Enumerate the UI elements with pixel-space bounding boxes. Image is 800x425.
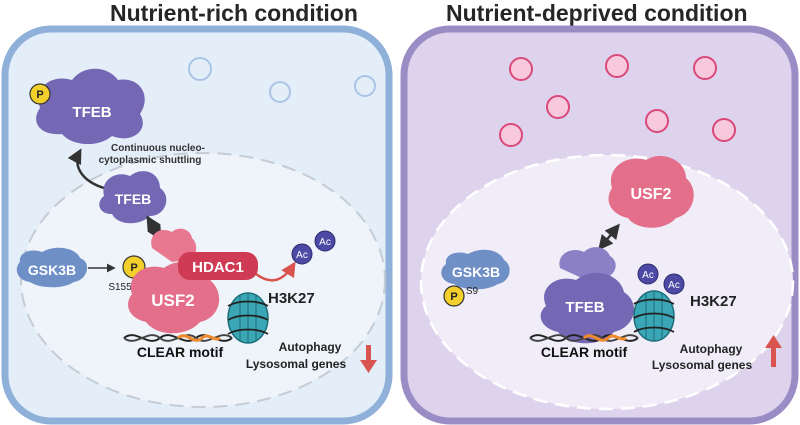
nucleosome-right: [633, 290, 675, 342]
dna-helix-left: [123, 334, 233, 342]
right-vesicle: [546, 95, 570, 119]
phospho-group-s9: P: [443, 285, 465, 307]
right-cell: USF2 GSK3B S9 P TFEB Ac: [400, 25, 799, 425]
phospho-site-s155: S155: [108, 282, 132, 293]
phospho-label: P: [130, 262, 137, 274]
nucleosome-left: [227, 292, 269, 344]
autophagy-label-left: Autophagy: [279, 340, 342, 354]
left-cell: TFEB P Continuous nucleo- cytoplasmic sh…: [1, 25, 393, 425]
tfeb-cytoplasm-protein: TFEB: [36, 68, 145, 145]
lysosomal-genes-label-right: Lysosomal genes: [652, 358, 753, 372]
left-vesicle: [269, 81, 291, 103]
tfeb-nucleus-protein: TFEB: [99, 171, 167, 224]
usf2-tfeb-interaction-arrow: [598, 223, 620, 251]
acetyl-group-released: Ac: [314, 230, 336, 252]
phospho-site-s9: S9: [466, 286, 479, 297]
shuttling-label-line2: cytoplasmic shuttling: [99, 155, 202, 166]
acetyl-label: Ac: [319, 237, 331, 248]
right-vesicle: [693, 56, 717, 80]
phospho-label: P: [36, 89, 43, 101]
tfeb-cytoplasm-label: TFEB: [72, 104, 111, 121]
deacetylation-arrow: [255, 261, 296, 282]
tfeb-protein-right: TFEB: [540, 247, 635, 344]
acetyl-group-bound: Ac: [637, 263, 659, 285]
shuttling-label-line1: Continuous nucleo-: [111, 143, 205, 154]
acetyl-group-bound: Ac: [663, 273, 685, 295]
histone-mark-label-right: H3K27: [690, 293, 737, 310]
gsk3b-protein-left: GSK3B: [16, 247, 88, 288]
tfeb-nucleus-label: TFEB: [115, 191, 152, 207]
gsk3b-label-right: GSK3B: [452, 264, 500, 280]
right-vesicle: [605, 54, 629, 78]
arrow-down-icon: [360, 345, 377, 373]
gsk3b-protein-right: GSK3B: [441, 249, 510, 290]
autophagy-label-right: Autophagy: [680, 342, 743, 356]
acetyl-label: Ac: [296, 250, 308, 261]
phospho-label: P: [450, 291, 457, 303]
arrow-up-icon: [765, 335, 782, 367]
dna-helix-right: [529, 334, 639, 342]
acetyl-label: Ac: [668, 280, 680, 291]
lysosomal-genes-label-left: Lysosomal genes: [246, 357, 347, 371]
hdac1-protein: HDAC1: [178, 252, 258, 280]
left-vesicle: [354, 75, 376, 97]
right-vesicle: [645, 109, 669, 133]
clear-motif-label-left: CLEAR motif: [137, 344, 224, 360]
phospho-group-cytoplasm: P: [29, 83, 51, 105]
left-panel-title: Nutrient-rich condition: [110, 0, 358, 26]
acetyl-group-released: Ac: [291, 243, 313, 265]
usf2-protein-right: USF2: [608, 156, 694, 228]
right-vesicle: [499, 123, 523, 147]
acetyl-label: Ac: [642, 270, 654, 281]
histone-mark-label-left: H3K27: [268, 290, 315, 307]
clear-motif-label-right: CLEAR motif: [541, 344, 628, 360]
gsk3b-label-left: GSK3B: [28, 262, 76, 278]
right-vesicle: [712, 118, 736, 142]
hdac1-label: HDAC1: [192, 259, 244, 276]
usf2-label-right: USF2: [631, 186, 672, 203]
usf2-label-left: USF2: [151, 291, 194, 310]
tfeb-label-right: TFEB: [565, 299, 604, 316]
right-panel-title: Nutrient-deprived condition: [446, 0, 748, 26]
left-vesicle: [188, 57, 212, 81]
right-vesicle: [509, 57, 533, 81]
